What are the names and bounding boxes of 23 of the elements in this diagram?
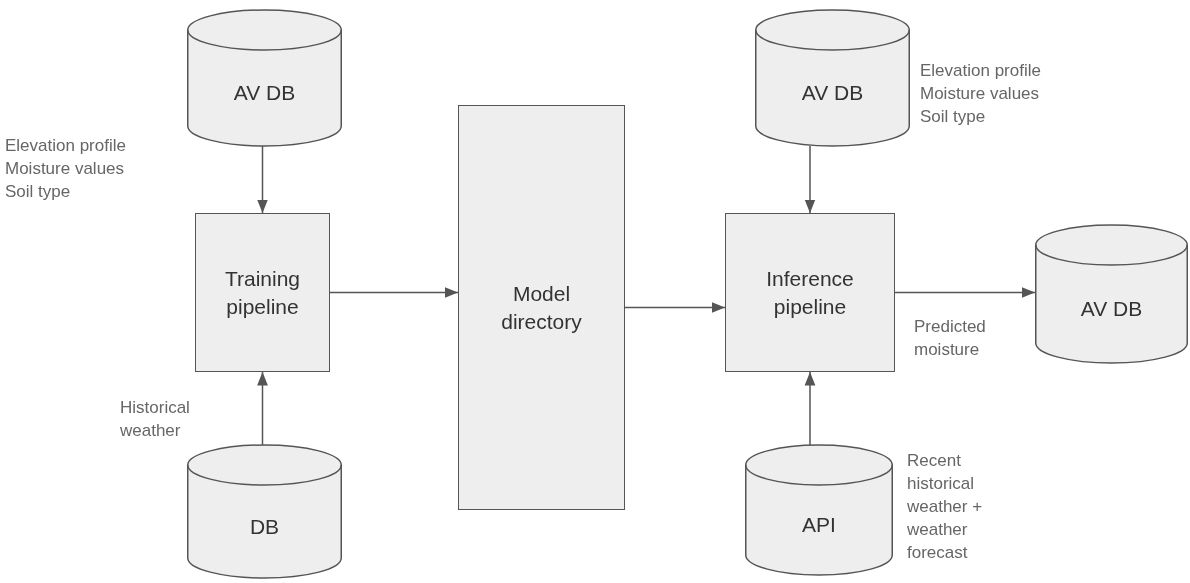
node-label: AV DB	[1080, 296, 1143, 323]
arrow	[624, 302, 726, 313]
arrow	[894, 287, 1036, 298]
node-label: AV DB	[801, 80, 864, 107]
process-box	[195, 213, 330, 372]
node-label: API	[802, 512, 836, 539]
arrow	[257, 371, 268, 446]
node-label: Training pipeline	[223, 266, 302, 320]
database-cylinder	[745, 445, 893, 575]
arrow	[329, 287, 459, 298]
database-cylinder	[187, 10, 342, 146]
arrow	[257, 145, 268, 214]
arrow	[804, 145, 816, 214]
database-cylinder	[187, 445, 342, 578]
node-label: AV DB	[233, 80, 296, 107]
process-box	[458, 105, 625, 510]
node-label: Model directory	[500, 281, 583, 335]
database-cylinder	[755, 10, 910, 146]
arrow	[804, 371, 816, 446]
process-box	[725, 213, 895, 372]
database-cylinder	[1035, 225, 1188, 363]
node-label: DB	[249, 513, 280, 540]
node-label: Inference pipeline	[765, 266, 855, 320]
